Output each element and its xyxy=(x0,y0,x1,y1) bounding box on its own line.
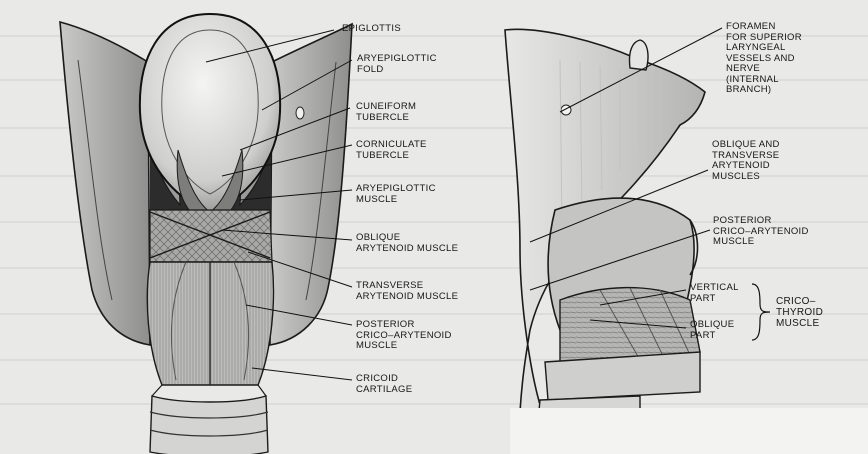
label-posterior-crico-arytenoid-left: POSTERIOR CRICO–ARYTENOID MUSCLE xyxy=(356,320,452,352)
right-thyroid-lamina xyxy=(270,24,352,345)
label-oblique-arytenoid: OBLIQUE ARYTENOID MUSCLE xyxy=(356,233,458,254)
label-posterior-crico-arytenoid-right: POSTERIOR CRICO–ARYTENOID MUSCLE xyxy=(713,216,809,248)
label-aryepiglottic-fold: ARYEPIGLOTTIC FOLD xyxy=(357,54,437,75)
left-thyroid-lamina xyxy=(60,22,150,345)
label-aryepiglottic-muscle: ARYEPIGLOTTIC MUSCLE xyxy=(356,184,436,205)
trachea-rings-left xyxy=(150,396,268,454)
label-corniculate-tubercle: CORNICULATE TUBERCLE xyxy=(356,140,427,161)
label-cricoid-cartilage: CRICOID CARTILAGE xyxy=(356,374,412,395)
label-foramen: FORAMEN FOR SUPERIOR LARYNGEAL VESSELS A… xyxy=(726,22,802,96)
label-epiglottis: EPIGLOTTIS xyxy=(342,24,401,35)
label-oblique-transverse-arytenoid: OBLIQUE AND TRANSVERSE ARYTENOID MUSCLES xyxy=(712,140,780,182)
label-cricothyroid-muscle: CRICO– THYROID MUSCLE xyxy=(776,296,823,329)
label-transverse-arytenoid: TRANSVERSE ARYTENOID MUSCLE xyxy=(356,281,458,302)
label-oblique-part: OBLIQUE PART xyxy=(690,320,734,341)
posterior-view-drawing xyxy=(60,14,352,454)
label-vertical-part: VERTICAL PART xyxy=(690,283,739,304)
label-cuneiform-tubercle: CUNEIFORM TUBERCLE xyxy=(356,102,416,123)
cricothyroid-brace xyxy=(752,284,770,340)
